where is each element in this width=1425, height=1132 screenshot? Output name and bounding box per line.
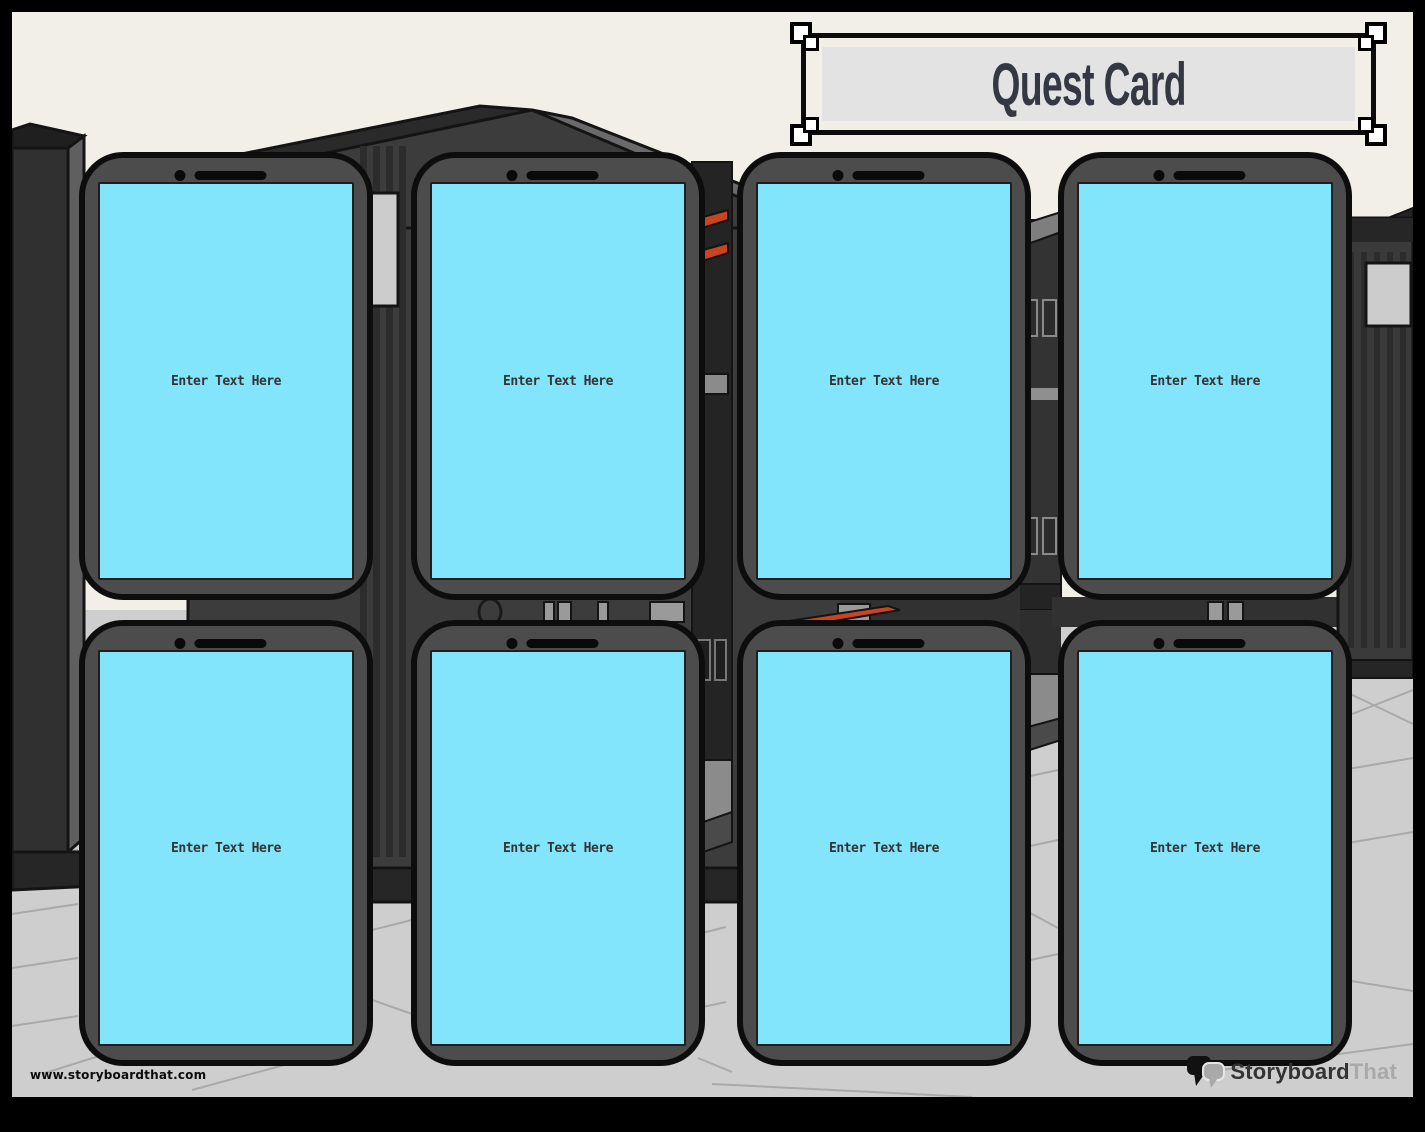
title-banner[interactable]: Quest Card: [790, 22, 1387, 146]
quest-card-7[interactable]: Enter Text Here: [737, 620, 1031, 1066]
quest-card-3[interactable]: Enter Text Here: [737, 152, 1031, 600]
quest-card-4[interactable]: Enter Text Here: [1058, 152, 1352, 600]
title-banner-background[interactable]: Quest Card: [822, 47, 1355, 121]
card-screen[interactable]: Enter Text Here: [430, 650, 686, 1046]
camera-dot-icon: [832, 170, 844, 181]
logo-text-storyboard: Storyboard: [1230, 1059, 1350, 1084]
camera-speaker-group: [832, 170, 925, 181]
speaker-bar-icon: [1173, 639, 1246, 648]
card-screen[interactable]: Enter Text Here: [756, 182, 1012, 580]
logo-text-that: That: [1349, 1059, 1397, 1084]
card-screen[interactable]: Enter Text Here: [98, 650, 354, 1046]
card-placeholder-text[interactable]: Enter Text Here: [503, 373, 613, 389]
resize-handle-top-right-inner[interactable]: [1358, 35, 1374, 51]
speech-bubbles-icon: [1187, 1056, 1226, 1088]
speaker-bar-icon: [526, 171, 599, 180]
camera-speaker-group: [174, 170, 267, 181]
rack-label: [369, 191, 400, 308]
card-placeholder-text[interactable]: Enter Text Here: [829, 840, 939, 856]
resize-handle-top-left-inner[interactable]: [803, 35, 819, 51]
card-screen[interactable]: Enter Text Here: [1077, 182, 1333, 580]
camera-dot-icon: [1153, 638, 1165, 649]
page-title[interactable]: Quest Card: [991, 50, 1186, 118]
speaker-bar-icon: [526, 639, 599, 648]
camera-speaker-group: [1153, 170, 1246, 181]
speaker-bar-icon: [852, 171, 925, 180]
camera-speaker-group: [1153, 638, 1246, 649]
quest-card-1[interactable]: Enter Text Here: [79, 152, 373, 600]
camera-speaker-group: [506, 638, 599, 649]
camera-dot-icon: [506, 170, 518, 181]
camera-speaker-group: [506, 170, 599, 181]
speaker-bar-icon: [194, 639, 267, 648]
quest-card-5[interactable]: Enter Text Here: [79, 620, 373, 1066]
card-screen[interactable]: Enter Text Here: [756, 650, 1012, 1046]
camera-speaker-group: [832, 638, 925, 649]
card-screen[interactable]: Enter Text Here: [98, 182, 354, 580]
speaker-bar-icon: [194, 171, 267, 180]
card-screen[interactable]: Enter Text Here: [430, 182, 686, 580]
quest-card-2[interactable]: Enter Text Here: [411, 152, 705, 600]
card-placeholder-text[interactable]: Enter Text Here: [171, 373, 281, 389]
camera-dot-icon: [832, 638, 844, 649]
quest-card-8[interactable]: Enter Text Here: [1058, 620, 1352, 1066]
speaker-bar-icon: [1173, 171, 1246, 180]
website-url: www.storyboardthat.com: [30, 1068, 207, 1082]
template-canvas: Enter Text Here Enter Text Here Enter Te…: [12, 12, 1413, 1097]
card-placeholder-text[interactable]: Enter Text Here: [1150, 840, 1260, 856]
card-placeholder-text[interactable]: Enter Text Here: [171, 840, 281, 856]
card-screen[interactable]: Enter Text Here: [1077, 650, 1333, 1046]
card-placeholder-text[interactable]: Enter Text Here: [1150, 373, 1260, 389]
quest-card-6[interactable]: Enter Text Here: [411, 620, 705, 1066]
speaker-bar-icon: [852, 639, 925, 648]
card-placeholder-text[interactable]: Enter Text Here: [829, 373, 939, 389]
rack-label: [1364, 261, 1413, 328]
card-placeholder-text[interactable]: Enter Text Here: [503, 840, 613, 856]
resize-handle-bottom-left-inner[interactable]: [803, 117, 819, 133]
camera-dot-icon: [174, 638, 186, 649]
camera-dot-icon: [174, 170, 186, 181]
camera-dot-icon: [506, 638, 518, 649]
camera-speaker-group: [174, 638, 267, 649]
camera-dot-icon: [1153, 170, 1165, 181]
resize-handle-bottom-right-inner[interactable]: [1358, 117, 1374, 133]
